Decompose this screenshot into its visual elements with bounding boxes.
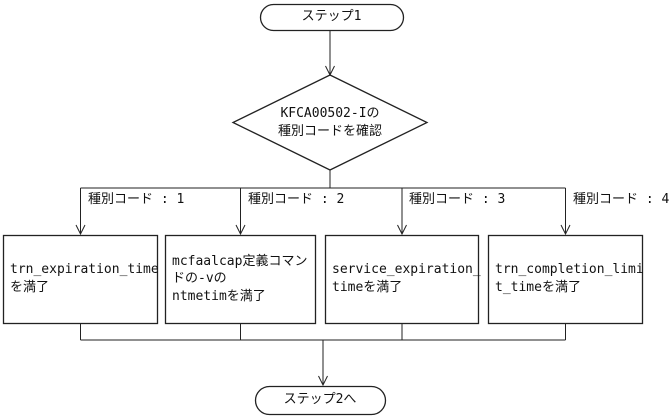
start-terminator-label: ステップ1	[301, 9, 362, 25]
branch-condition-1: 種別コード : 1	[88, 192, 185, 207]
arrowhead-into-box-2	[235, 224, 246, 236]
end-terminator-label: ステップ2へ	[283, 392, 357, 408]
arrowhead-into-box-3	[397, 224, 407, 236]
action-box-2-label: mcfaalcap定義コマン ドの-vの ntmetimを満了	[172, 253, 308, 304]
action-box-1-label: trn_expiration_time を満了	[10, 262, 159, 295]
branch-condition-2: 種別コード : 2	[248, 192, 345, 207]
branch-condition-4: 種別コード : 4	[573, 192, 670, 207]
arrowhead-into-end	[318, 375, 328, 387]
decision-label: KFCA00502-Iの 種別コードを確認	[277, 106, 382, 139]
action-box-4-label: trn_completion_limi t_timeを満了	[495, 262, 644, 295]
end-terminator-shape	[254, 385, 387, 416]
action-box-3-label: service_expiration_ timeを満了	[332, 262, 481, 295]
branch-condition-3: 種別コード : 3	[409, 192, 506, 207]
arrowhead-into-box-1	[75, 224, 86, 236]
arrowhead-into-box-4	[560, 224, 571, 236]
start-terminator-shape	[259, 3, 405, 32]
